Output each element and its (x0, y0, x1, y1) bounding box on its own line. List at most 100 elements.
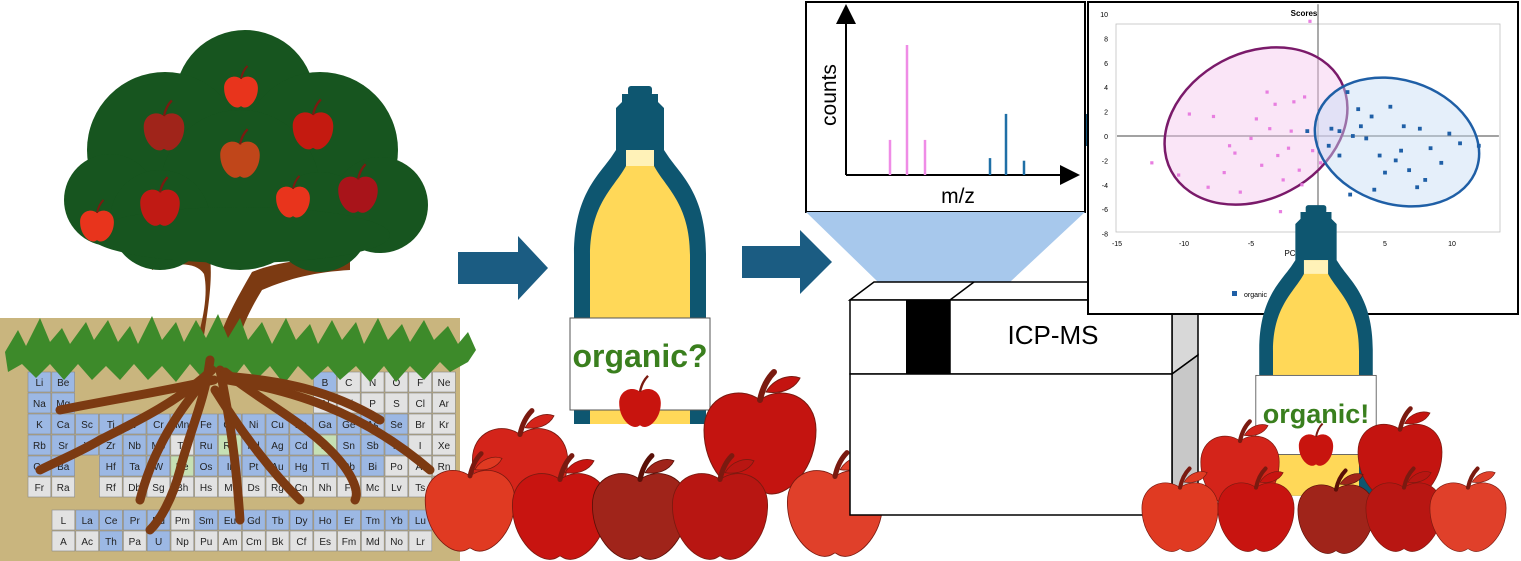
element-symbol: Ba (57, 462, 70, 473)
score-point-organic (1305, 129, 1310, 134)
score-point-organic (1337, 153, 1342, 158)
score-point-conventional (1289, 129, 1293, 133)
element-cell (122, 434, 147, 456)
element-symbol: Ga (318, 420, 332, 431)
element-symbol: P (369, 399, 376, 410)
x-tick-label: -15 (1112, 241, 1122, 248)
roots (35, 355, 435, 535)
element-cell (313, 530, 337, 552)
element-symbol: Lu (415, 516, 426, 527)
counts-axis-label: counts (818, 64, 841, 126)
element-symbol: Sr (58, 441, 69, 452)
element-symbol: Ar (439, 399, 450, 410)
element-cell (313, 455, 337, 477)
element-symbol: Fr (35, 483, 45, 494)
score-point-conventional (1211, 114, 1216, 119)
element-cell (313, 509, 337, 531)
element-cell (194, 530, 218, 552)
element-symbol: Ac (81, 537, 93, 548)
element-symbol: Pt (249, 462, 259, 473)
element-cell (360, 476, 385, 498)
element-cell (51, 509, 76, 531)
element-symbol: Lr (416, 537, 426, 548)
element-cell (384, 530, 409, 552)
score-point-organic (1350, 134, 1355, 138)
element-symbol: Eu (224, 516, 236, 527)
organic-answer-label: organic! (1263, 399, 1370, 429)
element-cell (384, 509, 409, 531)
element-symbol: Rn (438, 462, 451, 473)
score-point-conventional (1308, 19, 1312, 23)
scores-title: Scores (1291, 9, 1318, 18)
element-symbol: Hs (200, 483, 212, 494)
element-cell (265, 509, 290, 531)
score-point-conventional (1303, 95, 1307, 99)
y-tick-label: -6 (1102, 207, 1108, 214)
score-point-conventional (1177, 173, 1181, 177)
y-tick-label: 4 (1104, 85, 1108, 92)
score-point-conventional (1300, 183, 1304, 187)
element-cell (99, 476, 123, 498)
element-symbol: Ca (57, 420, 70, 431)
element-symbol: Am (223, 537, 238, 548)
conventional-ellipse (1163, 46, 1349, 206)
score-point-organic (1326, 143, 1331, 148)
element-cell (242, 530, 266, 552)
score-point-conventional (1206, 185, 1210, 189)
element-symbol: Xe (438, 441, 451, 452)
element-cell (432, 371, 456, 393)
element-cell (408, 530, 433, 552)
element-cell (75, 509, 99, 531)
element-symbol: Rb (33, 441, 46, 452)
element-cell (432, 413, 456, 435)
score-point-organic (1415, 185, 1420, 190)
element-symbol: Dy (295, 516, 307, 527)
element-symbol: Cn (295, 483, 308, 494)
score-point-organic (1439, 160, 1444, 165)
element-symbol: Cd (295, 441, 308, 452)
mass-spectrum: counts m/z (805, 1, 1086, 213)
element-symbol: Ge (342, 420, 356, 431)
score-point-organic (1407, 168, 1412, 173)
element-symbol: Ag (271, 441, 283, 452)
element-symbol: Pm (175, 516, 190, 527)
element-symbol: Na (33, 399, 46, 410)
element-symbol: Es (319, 537, 331, 548)
score-point-organic (1383, 170, 1387, 175)
element-cell (432, 434, 456, 456)
element-symbol: Db (128, 483, 141, 494)
element-symbol: S (393, 399, 400, 410)
element-symbol: Os (200, 462, 213, 473)
element-symbol: Po (390, 462, 403, 473)
element-cell (313, 476, 337, 498)
element-symbol: Rg (271, 483, 284, 494)
element-symbol: W (154, 462, 164, 473)
element-cell (360, 455, 385, 477)
score-point-organic (1428, 146, 1433, 151)
element-symbol: Fm (342, 537, 356, 548)
element-symbol: Se (390, 420, 403, 431)
score-point-conventional (1319, 161, 1323, 165)
element-cell (170, 530, 195, 552)
element-cell (27, 392, 52, 414)
element-symbol: U (155, 537, 162, 548)
element-symbol: K (36, 420, 43, 431)
score-point-conventional (1238, 190, 1242, 194)
element-symbol: Kr (439, 420, 450, 431)
score-point-organic (1356, 107, 1361, 112)
legend-organic: organic (1244, 292, 1267, 299)
element-cell (265, 530, 290, 552)
element-symbol: Cl (415, 399, 424, 410)
element-cell (99, 509, 123, 531)
element-symbol: Bh (176, 483, 188, 494)
element-symbol: Ds (247, 483, 259, 494)
score-point-conventional (1227, 144, 1232, 148)
grass (5, 314, 476, 384)
score-point-organic (1399, 148, 1403, 153)
element-cell (384, 392, 409, 414)
y-tick-label: 0 (1104, 134, 1108, 141)
element-symbol: I (419, 441, 422, 452)
element-symbol: Cu (271, 420, 284, 431)
score-point-organic (1348, 192, 1353, 197)
element-symbol: Th (105, 537, 117, 548)
